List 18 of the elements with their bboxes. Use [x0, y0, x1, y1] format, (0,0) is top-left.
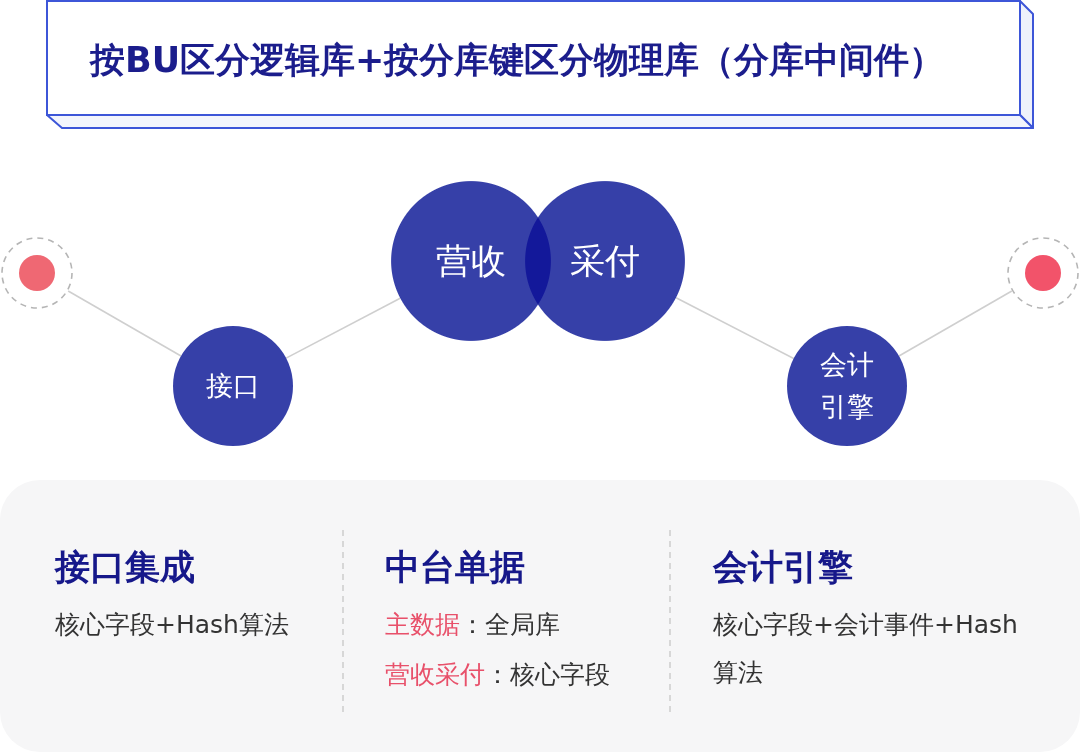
connector-line — [67, 290, 182, 357]
column-heading: 中台单据 — [385, 546, 525, 588]
column-text: 核心字段+Hash算法 — [55, 609, 290, 641]
target-dot-icon — [1007, 237, 1079, 309]
column-heading: 接口集成 — [55, 546, 195, 588]
title: 按BU区分逻辑库+按分库键区分物理库（分库中间件） — [90, 39, 945, 82]
column-text: 核心字段+会计事件+Hash算法 — [713, 609, 1019, 689]
connector-line — [898, 290, 1013, 357]
connector-line — [675, 296, 795, 360]
node-label: 采付 — [570, 239, 640, 283]
target-dot-icon — [1, 237, 73, 309]
column-heading: 会计引擎 — [713, 546, 853, 588]
node-label: 会计引擎 — [819, 348, 875, 424]
column-text: 主数据：全局库 — [385, 609, 561, 641]
column-text: 营收采付：核心字段 — [385, 659, 611, 691]
node-label: 营收 — [436, 239, 506, 283]
connector-line — [285, 297, 401, 359]
node-label: 接口 — [206, 369, 260, 404]
